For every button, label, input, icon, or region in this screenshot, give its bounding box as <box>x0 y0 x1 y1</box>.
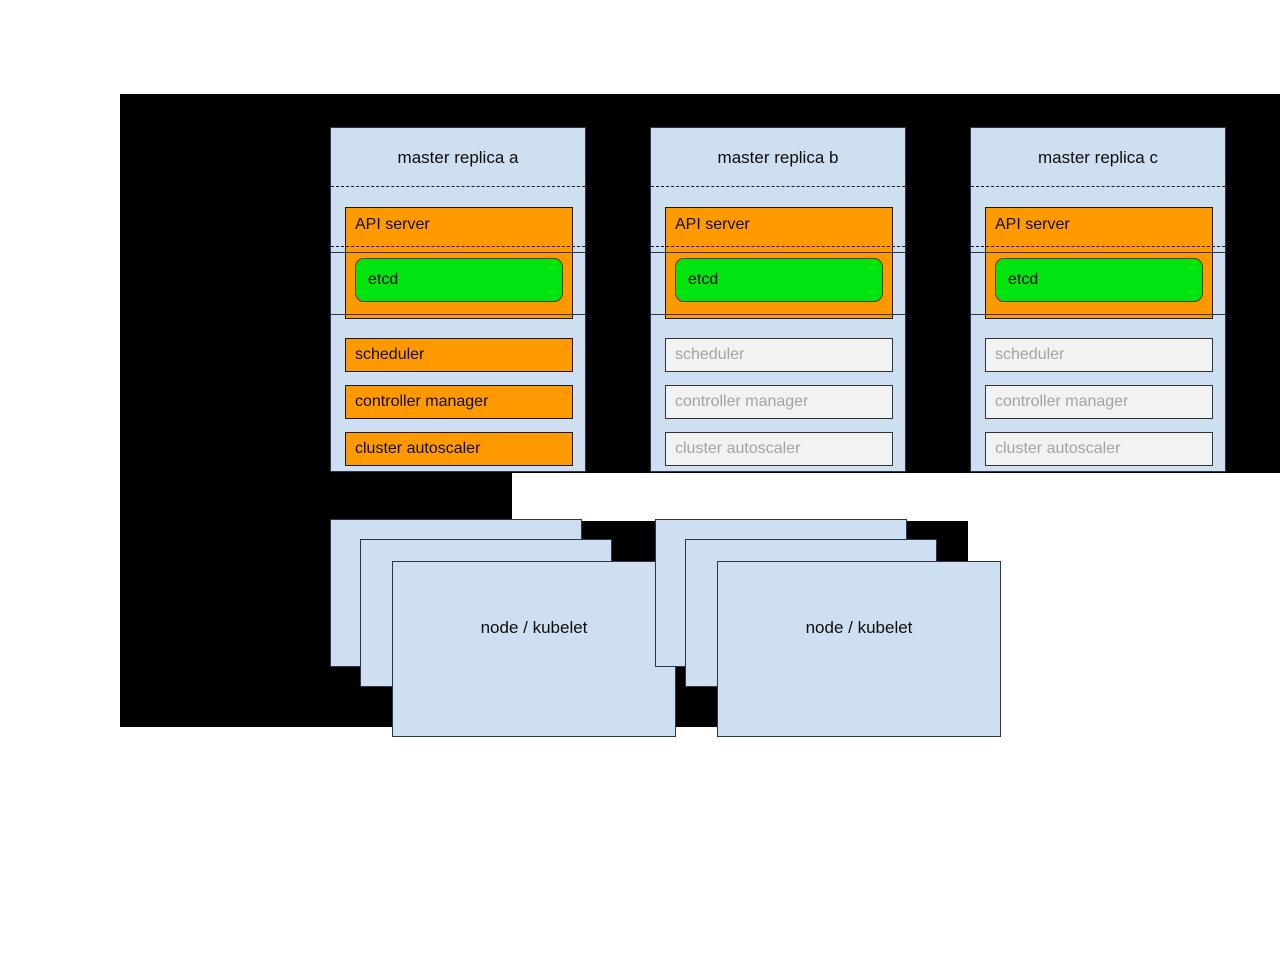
replica-b-title: master replica b <box>717 148 839 167</box>
master-replica-a[interactable]: master replica a API server etcd schedul… <box>330 127 586 472</box>
replica-c-etcd[interactable]: etcd <box>995 258 1203 302</box>
replica-b-controller-manager[interactable]: controller manager <box>665 385 893 419</box>
replica-a-dashed-separator-top <box>331 186 585 187</box>
replica-c-controller-manager[interactable]: controller manager <box>985 385 1213 419</box>
replica-c-solid-separator-top <box>971 252 1225 253</box>
replica-c-dashed-separator-bottom <box>971 246 1225 247</box>
replica-c-cluster-autoscaler[interactable]: cluster autoscaler <box>985 432 1213 466</box>
replica-c-title: master replica c <box>1038 148 1158 167</box>
replica-b-solid-separator-top <box>651 252 905 253</box>
replica-a-title: master replica a <box>397 148 519 167</box>
replica-b-scheduler[interactable]: scheduler <box>665 338 893 372</box>
replica-c-solid-separator-bottom <box>971 314 1225 315</box>
replica-b-dashed-separator-top <box>651 186 905 187</box>
replica-a-solid-separator-bottom <box>331 314 585 315</box>
master-replica-b[interactable]: master replica b API server etcd schedul… <box>650 127 906 472</box>
replica-c-dashed-separator-top <box>971 186 1225 187</box>
replica-b-dashed-separator-bottom <box>651 246 905 247</box>
replica-b-etcd[interactable]: etcd <box>675 258 883 302</box>
replica-a-dashed-separator-bottom <box>331 246 585 247</box>
replica-a-cluster-autoscaler[interactable]: cluster autoscaler <box>345 432 573 466</box>
replica-b-solid-separator-bottom <box>651 314 905 315</box>
replica-a-controller-manager[interactable]: controller manager <box>345 385 573 419</box>
backdrop-plate-middle <box>120 473 512 521</box>
replica-b-cluster-autoscaler[interactable]: cluster autoscaler <box>665 432 893 466</box>
node-stack-2-label: node / kubelet <box>805 618 913 637</box>
master-replica-c[interactable]: master replica c API server etcd schedul… <box>970 127 1226 472</box>
node-stack-1-card-front[interactable]: node / kubelet <box>392 561 676 737</box>
node-stack-1-label: node / kubelet <box>480 618 588 637</box>
node-stack-2-card-front[interactable]: node / kubelet <box>717 561 1001 737</box>
replica-a-etcd[interactable]: etcd <box>355 258 563 302</box>
replica-a-scheduler[interactable]: scheduler <box>345 338 573 372</box>
replica-a-solid-separator-top <box>331 252 585 253</box>
replica-c-scheduler[interactable]: scheduler <box>985 338 1213 372</box>
